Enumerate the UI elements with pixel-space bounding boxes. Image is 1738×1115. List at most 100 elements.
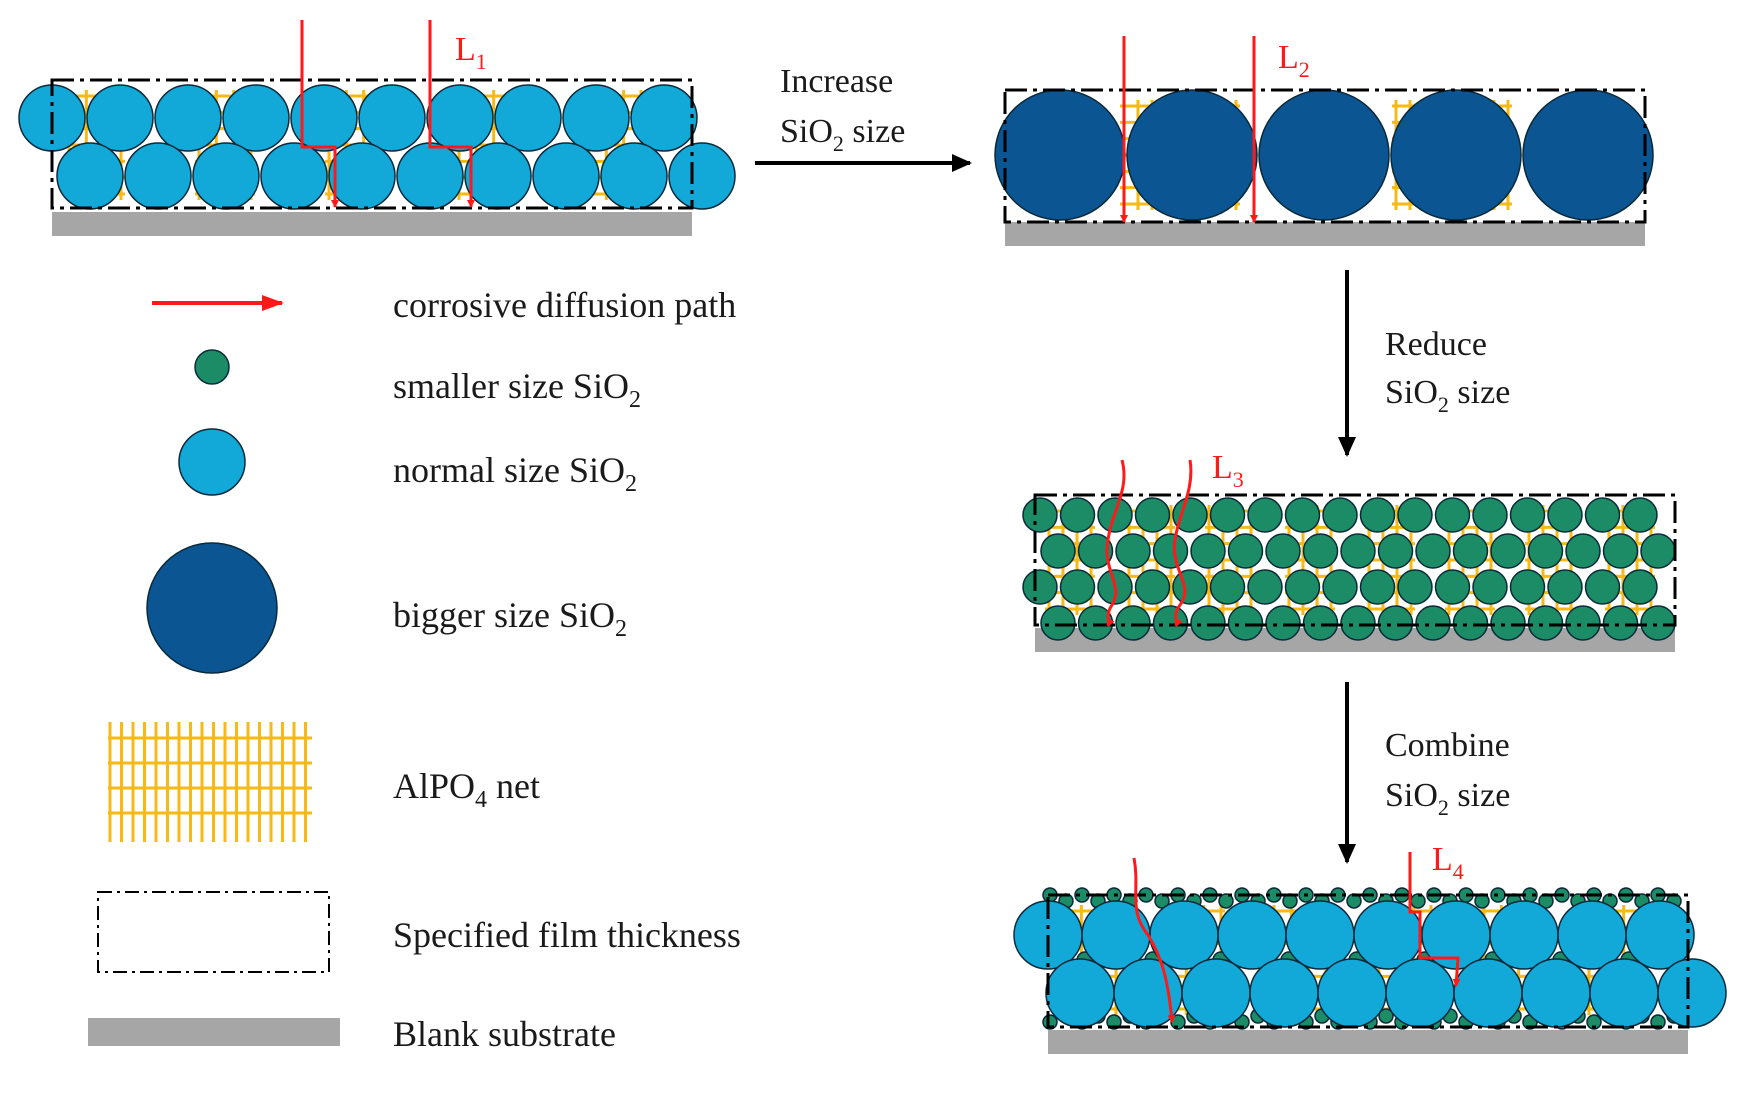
legend-item-thickness: Specified film thickness: [97, 891, 741, 973]
small-sio2-particle: [1472, 497, 1508, 533]
film-thickness-box: [1046, 893, 1690, 1029]
stage-2-bigger-sio2: L2: [994, 36, 1654, 246]
legend-small-sio2: [194, 349, 230, 385]
small-sio2-particle: [1565, 533, 1601, 569]
legend-thickness-label: Specified film thickness: [393, 915, 741, 955]
bigger-sio2-particle: [994, 89, 1126, 221]
small-sio2-particle: [1509, 569, 1546, 605]
small-sio2-particle: [1472, 569, 1508, 605]
small-sio2-particle: [1434, 569, 1471, 605]
small-sio2-particle: [1190, 605, 1226, 641]
small-sio2-particle: [1340, 605, 1376, 641]
bigger-sio2-particle: [1522, 89, 1654, 221]
small-sio2-particle: [1377, 605, 1414, 641]
normal-sio2-particle: [86, 84, 154, 152]
sio2-particles: [1022, 497, 1676, 641]
legend-item-bigger: bigger size SiO2: [146, 542, 627, 674]
small-sio2-particle: [1377, 533, 1414, 569]
small-sio2-particle: [1640, 605, 1676, 641]
diffusion-path-l4: [1132, 852, 1461, 1023]
normal-sio2-particle: [1217, 900, 1287, 970]
small-sio2-particle: [1509, 497, 1546, 533]
normal-sio2-particle: [1657, 958, 1727, 1028]
normal-sio2-particle: [494, 84, 562, 152]
small-sio2-particle: [1134, 569, 1171, 605]
path-label-l1: L1: [455, 31, 487, 74]
stage-4-combined-sio2: L4: [1013, 841, 1727, 1054]
small-sio2-particle: [1040, 533, 1076, 569]
small-sio2-particle: [1265, 533, 1301, 569]
increase-sio2-size: SiO2 size: [780, 113, 905, 156]
increase-label: Increase: [780, 63, 893, 100]
legend-item-normal: normal size SiO2: [178, 428, 637, 497]
small-sio2-particle: [1622, 569, 1658, 605]
normal-sio2-particle: [1249, 958, 1319, 1028]
small-sio2-particle: [1302, 605, 1339, 641]
small-sio2-particle: [1434, 497, 1471, 533]
small-sio2-particle: [1584, 497, 1621, 533]
transition-reduce: Reduce SiO2 size: [1338, 270, 1510, 457]
legend-item-net: AlPO4 net: [108, 722, 540, 842]
small-sio2-particle: [1218, 893, 1234, 909]
legend-normal-sio2: [178, 428, 246, 496]
legend-normal-label: normal size SiO2: [393, 450, 637, 497]
reduce-label: Reduce: [1385, 326, 1487, 363]
small-sio2-particle: [1622, 497, 1658, 533]
diffusion-path-l3: [1105, 459, 1193, 627]
sio2-particles: [18, 84, 736, 210]
normal-sio2-particle: [1317, 958, 1387, 1028]
stage-3-smaller-sio2: L3: [1022, 449, 1677, 652]
bigger-sio2-particle: [1258, 89, 1390, 221]
small-sio2-particle: [1527, 533, 1564, 569]
small-sio2-particle: [1359, 497, 1396, 533]
small-sio2-particle: [1397, 497, 1433, 533]
path-label-l4: L4: [1432, 841, 1464, 884]
small-sio2-particle: [1284, 497, 1321, 533]
small-sio2-particle: [1152, 533, 1189, 569]
normal-sio2-particle: [1081, 900, 1151, 970]
small-sio2-particle: [1227, 605, 1264, 641]
bigger-sio2-particle: [1390, 89, 1522, 221]
small-sio2-particle: [1302, 533, 1339, 569]
reduce-sio2-size: SiO2 size: [1385, 374, 1510, 417]
substrate: [52, 212, 692, 236]
legend-film-box: [97, 891, 330, 973]
normal-sio2-particle: [192, 142, 260, 210]
small-sio2-particle: [1322, 569, 1358, 605]
path-label-l3: L3: [1212, 449, 1244, 492]
stage-1-normal-sio2: L1: [18, 20, 736, 236]
small-sio2-particle: [1602, 605, 1639, 641]
normal-sio2-particle: [1521, 958, 1591, 1028]
normal-sio2-particle: [668, 142, 736, 210]
small-sio2-particle: [1490, 533, 1526, 569]
small-sio2-particle: [1586, 1014, 1602, 1030]
legend-small-label: smaller size SiO2: [393, 366, 641, 413]
legend-substrate-bar: [88, 1018, 340, 1046]
small-sio2-particle: [1490, 605, 1526, 641]
small-sio2-particle: [1209, 569, 1246, 605]
legend-net-label: AlPO4 net: [393, 766, 540, 813]
normal-sio2-particle: [1453, 958, 1523, 1028]
normal-sio2-particle: [154, 84, 222, 152]
legend: corrosive diffusion path smaller size Si…: [88, 285, 741, 1054]
normal-sio2-particle: [1385, 958, 1455, 1028]
normal-sio2-particle: [260, 142, 328, 210]
small-sio2-particle: [1415, 533, 1451, 569]
small-sio2-particle: [1059, 497, 1096, 533]
normal-sio2-particle: [56, 142, 124, 210]
small-sio2-particle: [1172, 497, 1208, 533]
small-sio2-particle: [1190, 533, 1226, 569]
legend-item-path: corrosive diffusion path: [152, 285, 736, 325]
sio2-particles: [994, 89, 1654, 221]
small-sio2-particle: [1640, 533, 1676, 569]
normal-sio2-particle: [1181, 958, 1251, 1028]
combine-label: Combine: [1385, 727, 1510, 764]
normal-sio2-particle: [1625, 900, 1695, 970]
normal-sio2-particle: [426, 84, 494, 152]
small-sio2-particle: [1284, 569, 1321, 605]
normal-sio2-particle: [562, 84, 630, 152]
small-sio2-particle: [1115, 605, 1151, 641]
legend-item-substrate: Blank substrate: [88, 1014, 616, 1054]
small-sio2-particle: [1077, 533, 1114, 569]
